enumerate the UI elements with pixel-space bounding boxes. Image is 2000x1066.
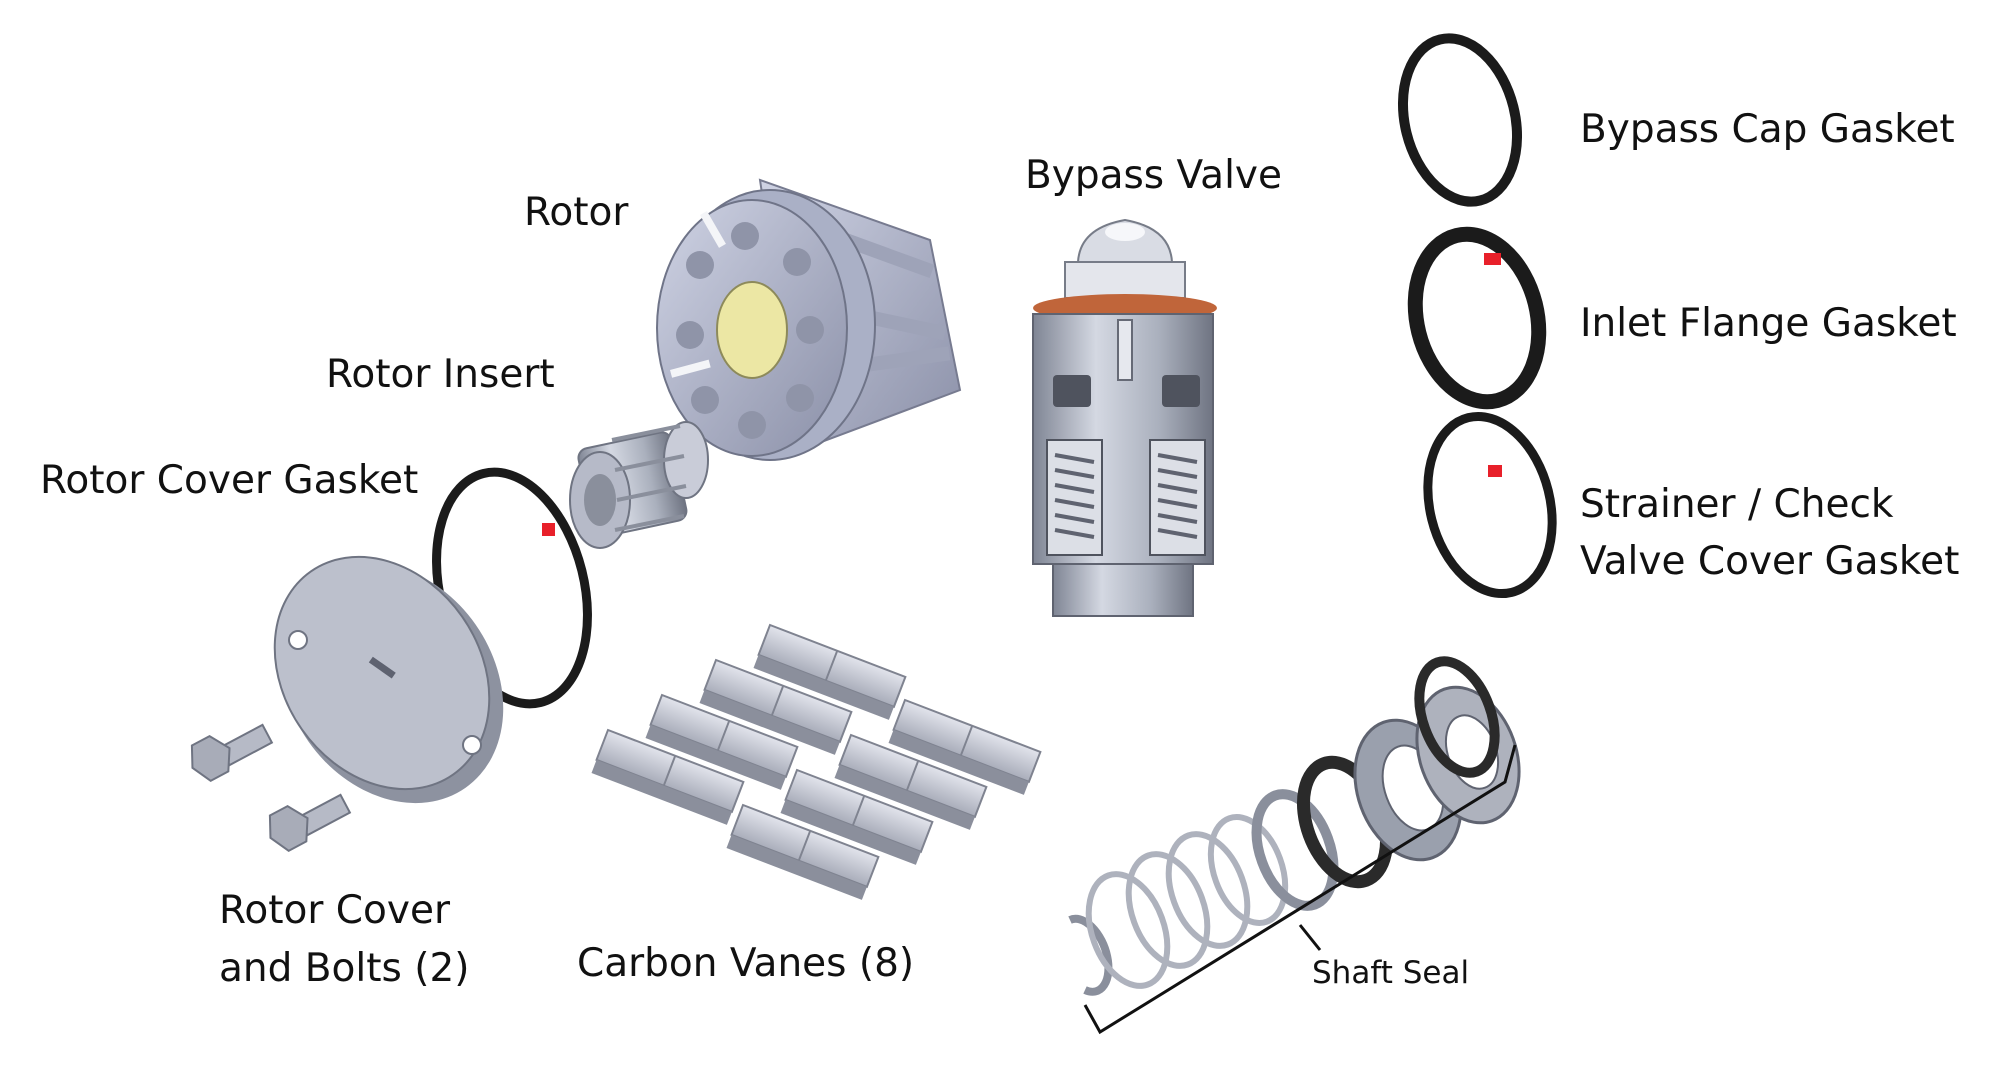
label-rotor-cover-line2: and Bolts (2) [219, 946, 470, 991]
rotor-part [656, 178, 962, 461]
shaft-seal-bracket [1083, 744, 1517, 1035]
label-rotor-insert: Rotor Insert [326, 352, 555, 397]
label-bypass-cap-gasket: Bypass Cap Gasket [1580, 107, 1955, 152]
label-rotor: Rotor [524, 190, 629, 235]
shaft-seal-part [1068, 656, 1521, 996]
label-rotor-cover-line1: Rotor Cover [219, 888, 450, 933]
strainer-check-valve-cover-gasket-part [1423, 411, 1557, 599]
rotor-insert-part [569, 421, 709, 549]
label-bypass-valve: Bypass Valve [1025, 153, 1282, 198]
rotor-cover-part [273, 555, 504, 804]
carbon-vanes-part [591, 623, 1042, 900]
bolts-part [190, 723, 352, 852]
bypass-cap-gasket-part [1397, 33, 1523, 207]
bypass-valve-part [1032, 218, 1217, 617]
inlet-flange-gasket-part [1407, 226, 1547, 410]
label-carbon-vanes: Carbon Vanes (8) [577, 941, 915, 986]
label-shaft-seal: Shaft Seal [1312, 955, 1470, 991]
label-inlet-flange-gasket: Inlet Flange Gasket [1580, 301, 1957, 346]
label-rotor-cover-gasket: Rotor Cover Gasket [40, 458, 419, 503]
label-strainer-line1: Strainer / Check [1580, 482, 1894, 527]
label-strainer-line2: Valve Cover Gasket [1580, 539, 1960, 584]
